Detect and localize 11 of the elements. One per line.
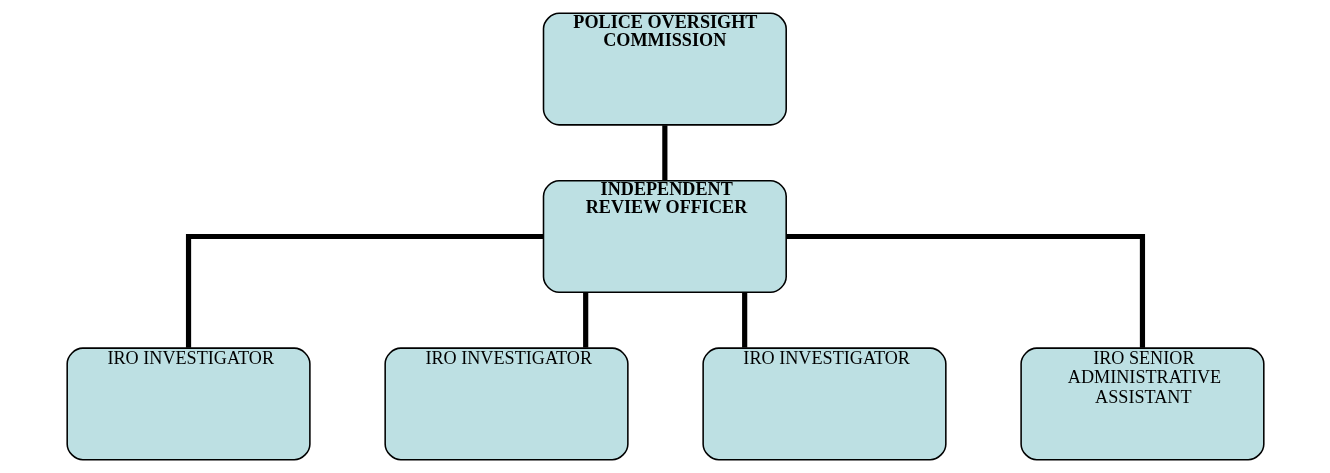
node-box: POLICE OVERSIGHT COMMISSION: [542, 12, 787, 126]
node-box: IRO INVESTIGATOR: [65, 347, 311, 461]
connector: [185, 233, 543, 348]
node-box: IRO SENIOR ADMINISTRATIVE ASSISTANT: [1019, 347, 1265, 461]
connector: [741, 292, 747, 348]
connector: [582, 292, 588, 348]
node-box: IRO INVESTIGATOR: [701, 347, 947, 461]
node-box: INDEPENDENT REVIEW OFFICER: [542, 179, 787, 294]
connector: [661, 125, 667, 181]
connector: [786, 233, 1145, 348]
node-box: IRO INVESTIGATOR: [383, 347, 629, 461]
